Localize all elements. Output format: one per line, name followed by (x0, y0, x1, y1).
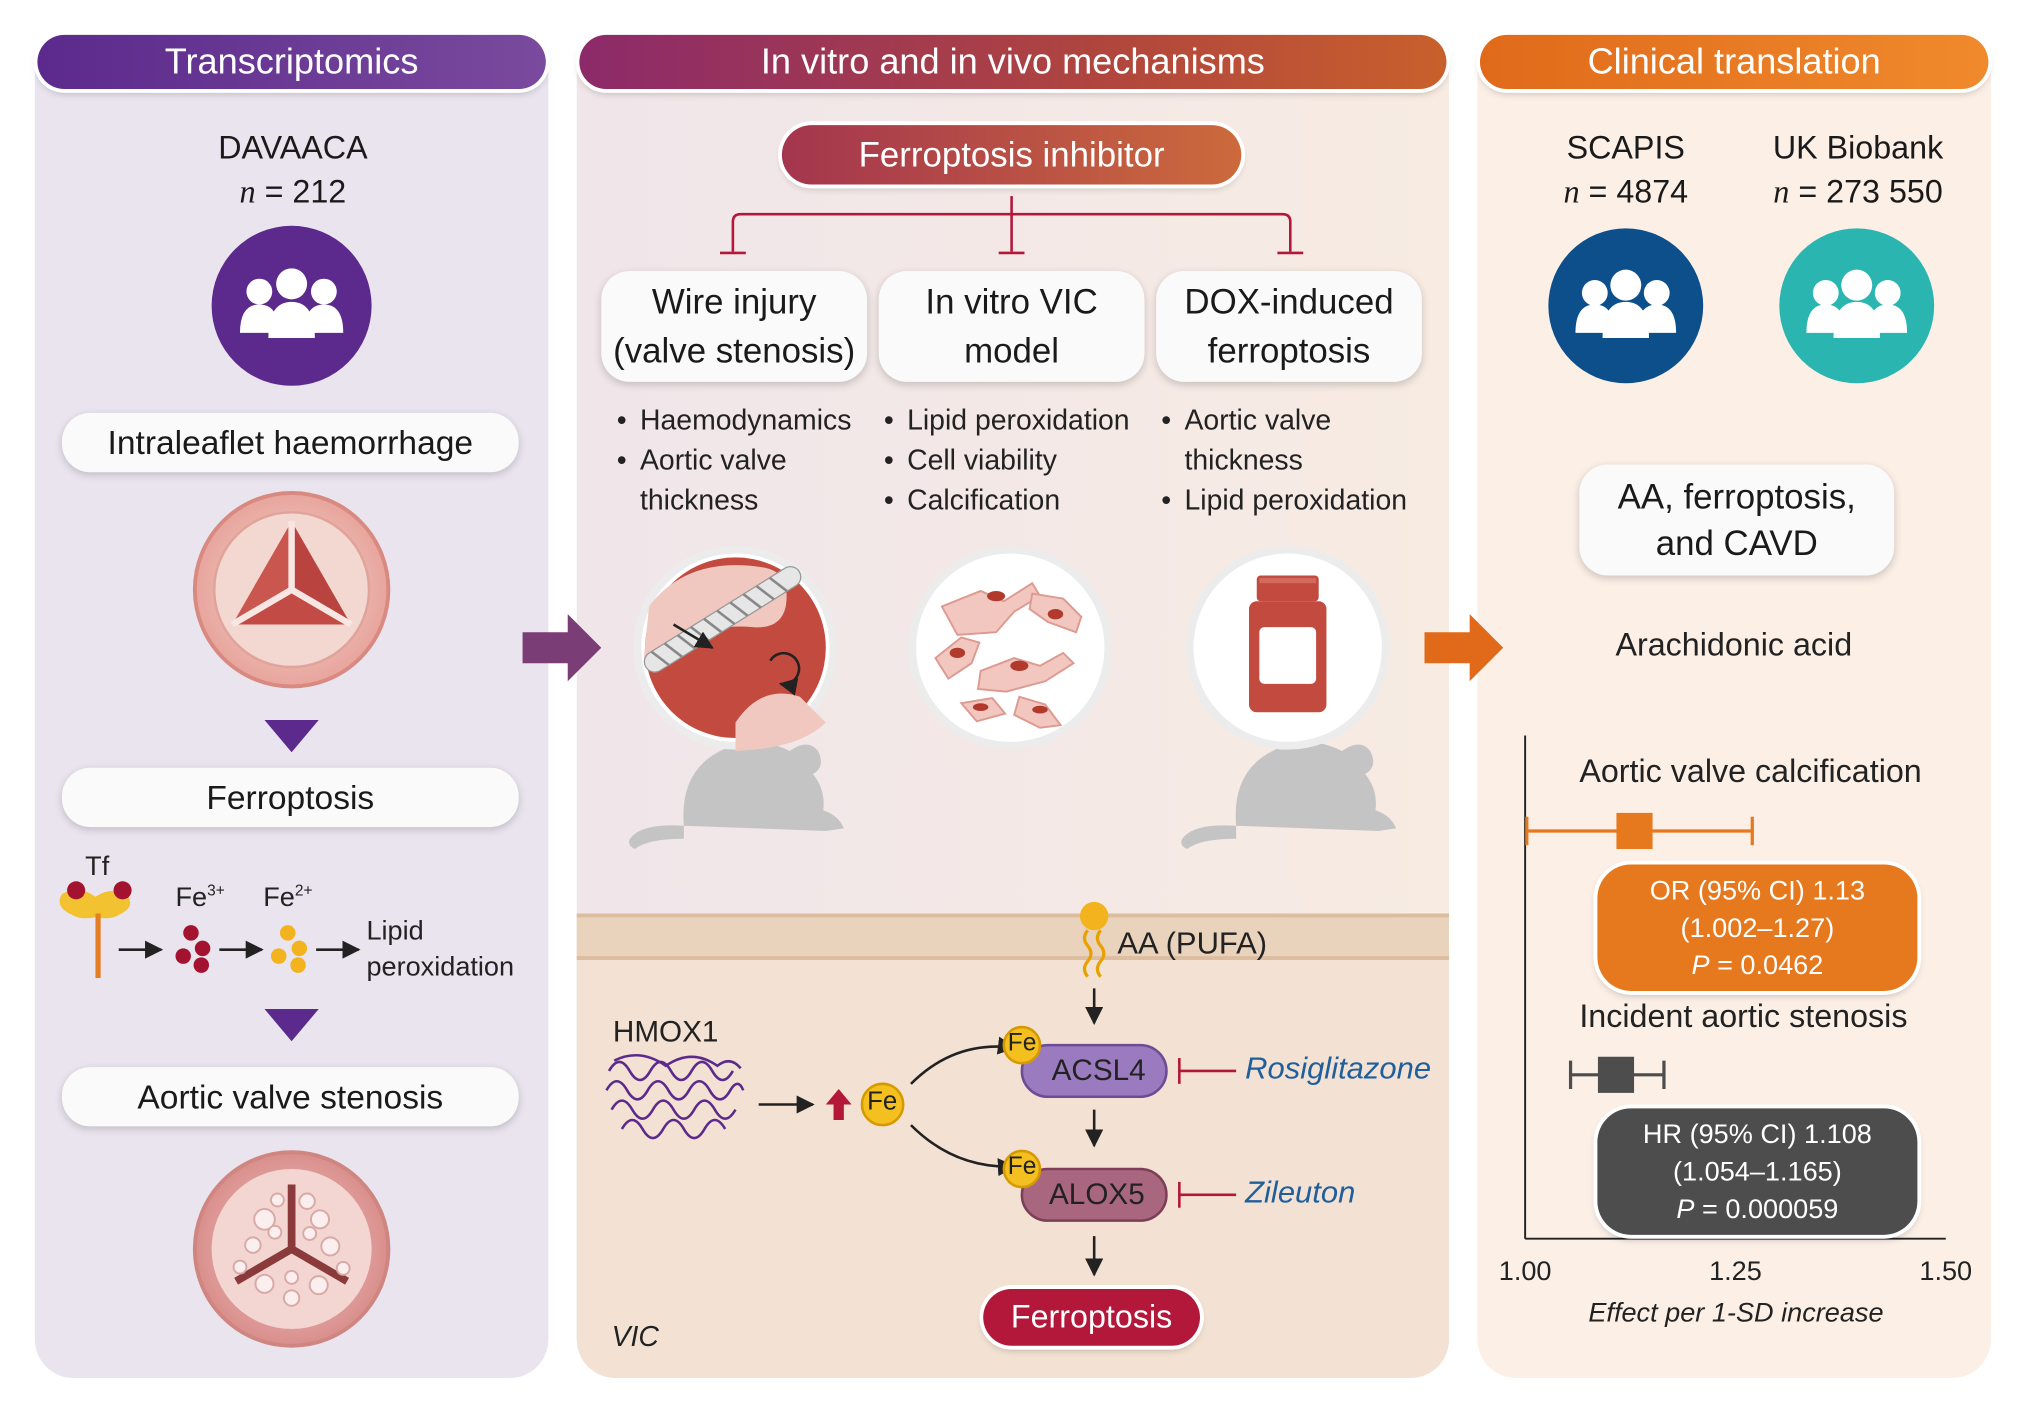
hmox1-label: HMOX1 (612, 1014, 719, 1048)
forest-xlabel: Effect per 1-SD increase (1588, 1298, 1884, 1328)
header-clinical: Clinical translation (1479, 34, 1989, 90)
dox-outcomes: Aortic valve thickness Lipid peroxidatio… (1161, 400, 1407, 520)
cohort-name: DAVAACA (218, 130, 368, 167)
rosiglitazone-label: Rosiglitazone (1245, 1051, 1432, 1087)
orange-arrow-icon (1424, 614, 1504, 682)
ukbiobank-size: n = 273 550 (1773, 174, 1943, 211)
forest-row2-title: Incident aortic stenosis (1579, 998, 1908, 1035)
alox5-label: ALOX5 (1049, 1176, 1145, 1211)
wire-injury-outcomes: Haemodynamics Aortic valve thickness (617, 400, 852, 520)
hr-stat-box: HR (95% CI) 1.108 (1.054–1.165) P = 0.00… (1597, 1108, 1918, 1235)
scapis-size: n = 4874 (1563, 174, 1689, 211)
forest-point-estimate (1616, 812, 1653, 850)
fe-ion-icon (860, 1082, 905, 1127)
scapis-people-icon (1548, 228, 1704, 384)
header-mechanisms: In vitro and in vivo mechanisms (579, 34, 1447, 90)
wire-injury-icon (633, 545, 838, 751)
forest-tick-label: 1.25 (1709, 1255, 1762, 1286)
normal-valve-icon (192, 490, 391, 689)
vic-cells-icon (908, 545, 1113, 750)
ukbiobank-people-icon (1779, 228, 1935, 384)
triangle-down-icon (264, 719, 319, 753)
people-group-icon (211, 225, 372, 386)
inhibitor-bracket (719, 196, 1304, 255)
davaaca-cohort: DAVAACA n = 212 (164, 126, 422, 215)
purple-arrow-icon (522, 614, 602, 682)
transferrin-icon (59, 881, 132, 979)
acsl4-fe-label: Fe (1007, 1029, 1037, 1057)
zileuton-inhibition (1178, 1181, 1237, 1208)
mouse-icon-2 (1181, 742, 1397, 850)
calcified-valve-icon (192, 1150, 391, 1348)
ferroptosis-badge: Ferroptosis (983, 1289, 1200, 1346)
fe3-label: Fe3+ (175, 881, 225, 913)
mouse-icon (628, 742, 844, 850)
fe2-label: Fe2+ (263, 881, 313, 913)
forest-row1-title: Aortic valve calcification (1579, 753, 1922, 790)
alox5-fe-label: Fe (1007, 1153, 1037, 1181)
pill-aortic-valve-stenosis: Aortic valve stenosis (61, 1067, 519, 1127)
forest-tick-label: 1.00 (1499, 1255, 1552, 1286)
pill-bottle-icon (1185, 545, 1390, 750)
acsl4-label: ACSL4 (1051, 1052, 1146, 1087)
forest-point-estimate (1597, 1056, 1635, 1093)
fe3-dots (175, 925, 211, 973)
or-stat-box: OR (95% CI) 1.13 (1.002–1.27) P = 0.0462 (1597, 864, 1918, 991)
ukbiobank-name: UK Biobank (1772, 130, 1944, 167)
tf-label: Tf (85, 851, 110, 882)
triangle-down-icon-2 (264, 1009, 319, 1042)
pill-intraleaflet-haemorrhage: Intraleaflet haemorrhage (61, 412, 519, 473)
zileuton-label: Zileuton (1245, 1175, 1356, 1211)
forest-tick-label: 1.50 (1919, 1255, 1972, 1286)
forest-plot: 1.00 1.25 1.50 (1499, 735, 1972, 1286)
exposure-label: Arachidonic acid (1615, 627, 1853, 664)
model-wire-injury: Wire injury(valve stenosis) (601, 270, 868, 382)
up-arrow-icon (825, 1089, 852, 1120)
summary-pill: AA, ferroptosis,and CAVD (1579, 464, 1895, 576)
vic-label: VIC (611, 1319, 659, 1353)
vic-model-outcomes: Lipid peroxidation Cell viability Calcif… (884, 400, 1130, 520)
ukbiobank-cohort: UK Biobank n = 273 550 (1716, 126, 2000, 215)
alox5-enzyme (1002, 1149, 1168, 1222)
cohort-size: n = 212 (239, 174, 347, 211)
aa-pufa-label: AA (PUFA) (1117, 926, 1268, 962)
fe2-dots (270, 925, 308, 973)
rosiglitazone-inhibition (1178, 1058, 1237, 1084)
hmox1-protein-icon (605, 1054, 745, 1140)
fe-label: Fe (867, 1087, 898, 1117)
scapis-cohort: SCAPIS n = 4874 (1497, 126, 1755, 215)
acsl4-enzyme (1002, 1025, 1168, 1099)
header-transcriptomics: Transcriptomics (37, 34, 546, 90)
lipid-molecule-icon (1079, 901, 1109, 978)
pill-ferroptosis-left: Ferroptosis (61, 767, 519, 828)
cell-membrane (576, 913, 1450, 960)
ferroptosis-inhibitor-badge: Ferroptosis inhibitor (781, 125, 1242, 185)
scapis-name: SCAPIS (1566, 130, 1685, 167)
